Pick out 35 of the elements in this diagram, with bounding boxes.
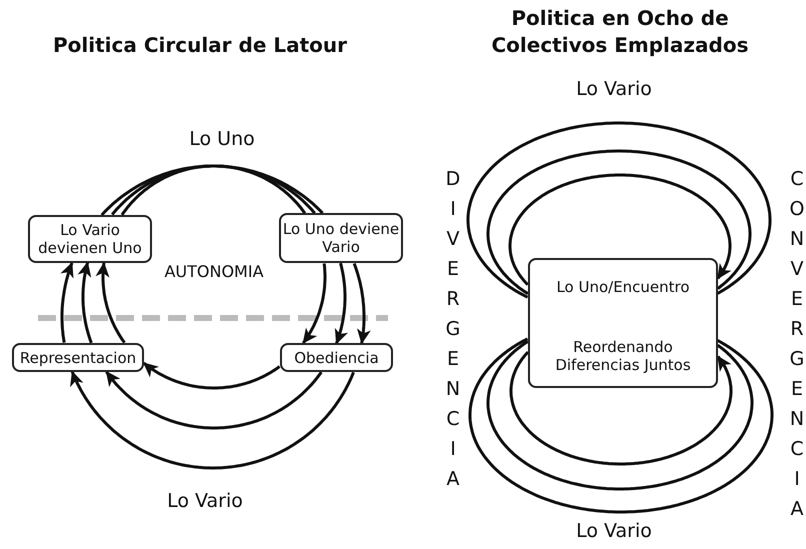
box-heading: Obediencia	[294, 348, 379, 366]
panel-heading: Politica en Ocho de Colectivos Emplazados	[490, 5, 750, 59]
panel-heading: Politica Circular de Latour	[52, 32, 348, 59]
box-heading: Lo Vario devienen Uno	[37, 221, 143, 257]
arrow	[70, 370, 355, 470]
pole-label: Lo Vario	[576, 520, 652, 542]
process-box	[279, 213, 403, 263]
box-text: Reordenando Diferencias Juntos	[554, 338, 692, 374]
arrow	[510, 351, 732, 466]
arrow	[468, 337, 774, 514]
box-heading: Lo Uno/Encuentro	[556, 278, 690, 296]
box-heading: Lo Uno deviene Vario	[282, 220, 400, 256]
arrow	[486, 340, 754, 490]
pole-label: Lo Vario	[576, 78, 652, 100]
process-box	[280, 343, 393, 372]
arrow	[60, 262, 74, 343]
arrow	[96, 262, 126, 344]
arrow	[352, 263, 371, 344]
arrow	[142, 362, 280, 390]
encounter-box	[528, 258, 718, 388]
vertical-label: CONVERGENCIA	[786, 168, 806, 528]
arrow	[508, 174, 732, 286]
arrow	[466, 122, 772, 299]
arrow	[105, 370, 323, 430]
pole-label: Lo Vario	[167, 490, 243, 512]
process-box	[28, 215, 152, 263]
arrow	[302, 263, 326, 344]
process-box	[12, 343, 144, 372]
region-label: AUTONOMIA	[164, 262, 264, 281]
arrow	[486, 150, 752, 295]
arrow	[78, 262, 93, 344]
vertical-label: DIVERGENCIA	[442, 168, 464, 498]
arrow	[334, 262, 348, 344]
pole-label: Lo Uno	[189, 128, 255, 150]
box-heading: Representacion	[20, 348, 136, 366]
